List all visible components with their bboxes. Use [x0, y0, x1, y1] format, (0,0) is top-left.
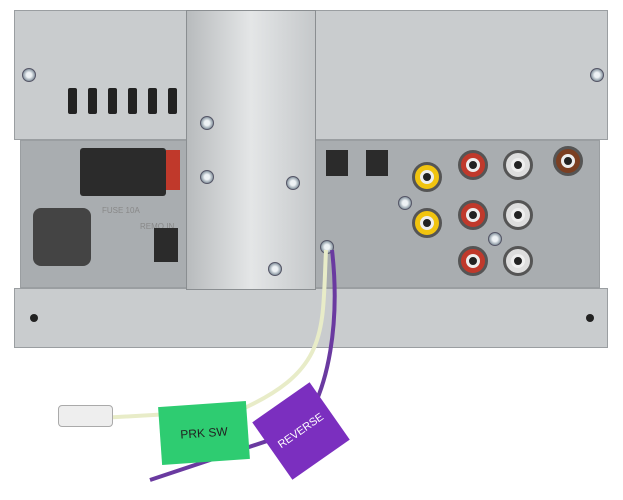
front-bezel: [14, 288, 608, 348]
rca-red-3[interactable]: [458, 246, 488, 276]
rca-brown[interactable]: [553, 146, 583, 176]
rca-red-2[interactable]: [458, 200, 488, 230]
screw-icon: [200, 170, 214, 184]
screw-icon: [590, 68, 604, 82]
screw-icon: [268, 262, 282, 276]
rca-white-2[interactable]: [503, 200, 533, 230]
spade-terminal: [58, 405, 113, 427]
rca-red-1[interactable]: [458, 150, 488, 180]
antenna-jack[interactable]: [326, 150, 348, 176]
screw-icon: [22, 68, 36, 82]
mount-hole: [586, 314, 594, 322]
heatsink: [186, 10, 316, 290]
prk-sw-tag: PRK SW: [158, 401, 250, 465]
wiring-harness-connector[interactable]: [80, 148, 166, 196]
mic-jack[interactable]: [366, 150, 388, 176]
rca-white-3[interactable]: [503, 246, 533, 276]
screw-icon: [286, 176, 300, 190]
rca-video-yellow-2[interactable]: [412, 208, 442, 238]
din-connector[interactable]: [33, 208, 91, 266]
screw-icon: [200, 116, 214, 130]
remote-in-jack[interactable]: [154, 228, 178, 262]
fuse: [166, 150, 180, 190]
fuse-label: FUSE 10A: [102, 206, 140, 215]
screw-icon: [398, 196, 412, 210]
rca-white-1[interactable]: [503, 150, 533, 180]
screw-icon: [488, 232, 502, 246]
rca-video-yellow[interactable]: [412, 162, 442, 192]
mount-hole: [30, 314, 38, 322]
remote-in-label: REMO IN: [140, 222, 175, 231]
